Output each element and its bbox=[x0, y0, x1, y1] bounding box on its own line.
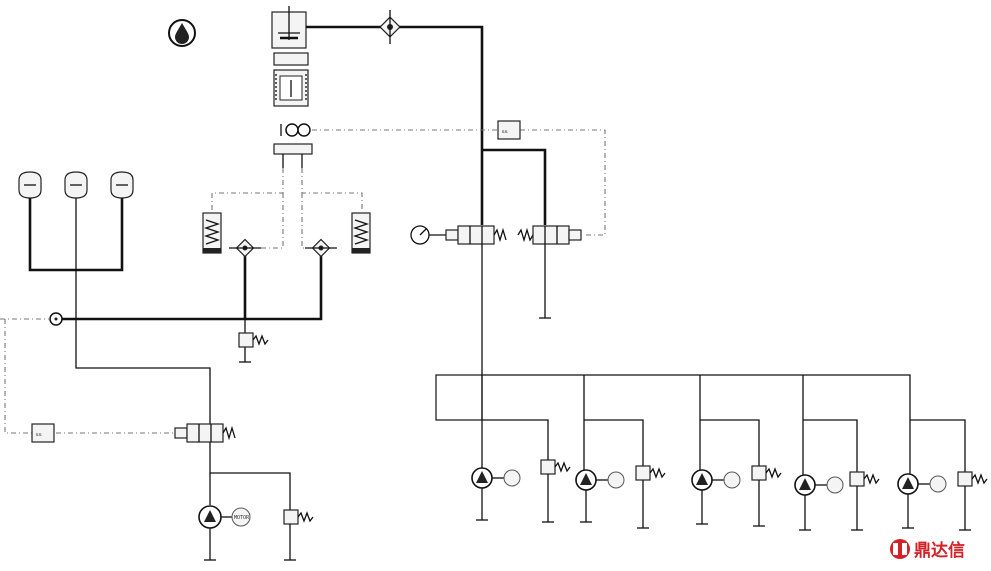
relief-valve-unit-1 bbox=[540, 459, 571, 523]
coupling-unit bbox=[273, 123, 313, 168]
watermark-logo-icon bbox=[890, 539, 910, 559]
main-pump-assembly bbox=[271, 6, 309, 107]
relief-valve-middle bbox=[238, 332, 269, 363]
motor-left: MOTOR bbox=[198, 505, 251, 561]
accumulator-spring-left bbox=[202, 212, 222, 254]
directional-valve-center bbox=[445, 225, 507, 245]
check-valve-right bbox=[305, 238, 337, 258]
svg-text:⇅⇅: ⇅⇅ bbox=[502, 129, 508, 135]
motor-unit-3 bbox=[691, 469, 741, 525]
watermark: 鼎达信 bbox=[890, 539, 965, 561]
motor-unit-1 bbox=[471, 467, 521, 521]
directional-valve-left bbox=[174, 423, 236, 443]
check-valve-left bbox=[229, 238, 261, 258]
relief-valve-unit-2 bbox=[635, 465, 666, 529]
top-check-valve bbox=[379, 10, 401, 44]
svg-text:⇅⇅: ⇅⇅ bbox=[36, 432, 42, 438]
accumulator-left-1 bbox=[18, 171, 42, 199]
relief-valve-left bbox=[283, 509, 314, 561]
relief-valve-unit-5 bbox=[957, 471, 988, 531]
accumulator-spring-right bbox=[351, 212, 371, 254]
directional-valve-right bbox=[517, 225, 582, 245]
hydraulic-fluid-icon bbox=[168, 19, 196, 47]
pilot-controller-left: ⇅⇅ bbox=[31, 423, 55, 443]
manifold-block bbox=[435, 374, 483, 421]
pressure-sensor bbox=[49, 312, 63, 326]
relief-valve-unit-4 bbox=[849, 471, 880, 531]
watermark-text: 鼎达信 bbox=[914, 540, 965, 561]
relief-valve-unit-3 bbox=[751, 465, 782, 527]
pilot-controller-right: ⇅⇅ bbox=[497, 120, 521, 140]
motor-unit-4 bbox=[794, 474, 844, 531]
motor-unit-5 bbox=[897, 473, 947, 529]
motor-unit-2 bbox=[575, 469, 625, 523]
accumulator-left-3 bbox=[110, 171, 134, 199]
accumulator-left-2 bbox=[64, 171, 88, 199]
pressure-gauge bbox=[410, 225, 446, 245]
motor-label: MOTOR bbox=[234, 515, 250, 521]
